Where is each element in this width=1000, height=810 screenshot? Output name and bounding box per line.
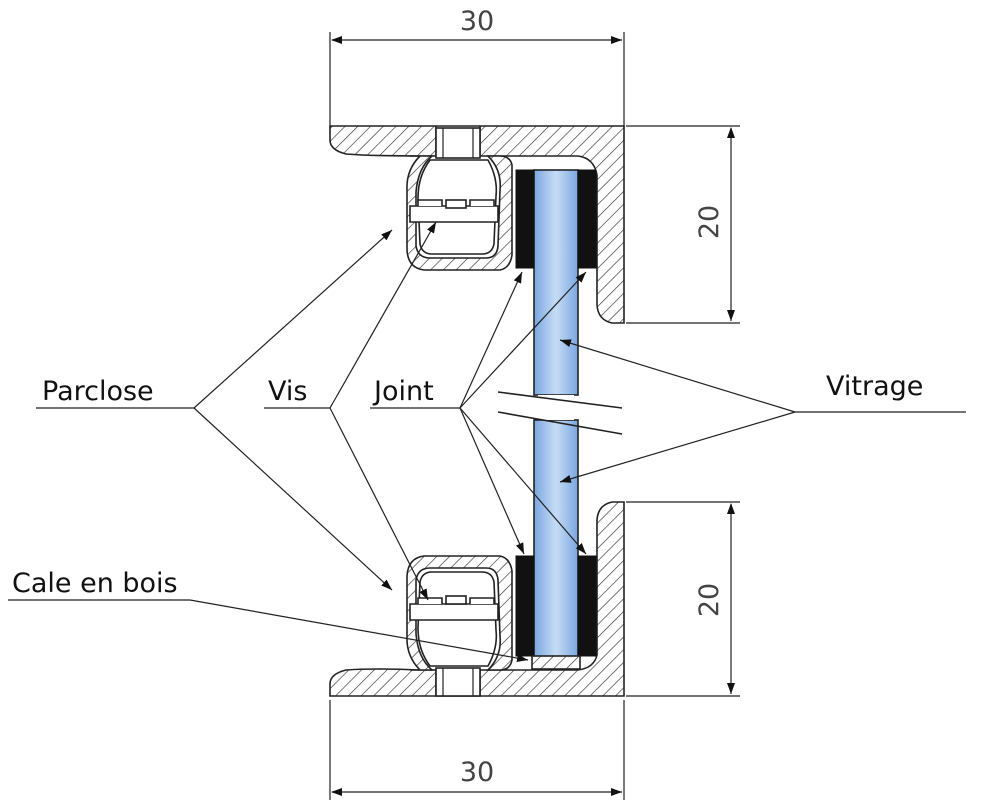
label-vis-text: Vis	[268, 376, 307, 407]
upper-screw	[409, 127, 499, 223]
label-vis: Vis	[264, 221, 437, 601]
setting-block	[531, 655, 581, 670]
label-cale-en-bois: Cale en bois	[8, 568, 529, 663]
label-parclose-text: Parclose	[42, 376, 154, 407]
lower-height-dimension: 20	[626, 501, 740, 697]
upper-height-value: 20	[694, 205, 725, 239]
joints	[515, 169, 597, 657]
top-width-dimension: 30	[329, 6, 625, 128]
joint-upper-right	[577, 169, 597, 269]
label-joint: Joint	[370, 271, 587, 555]
joint-upper-left	[515, 169, 535, 269]
joint-lower-right	[577, 555, 597, 657]
label-joint-text: Joint	[372, 376, 434, 407]
bottom-width-dimension: 30	[329, 700, 625, 800]
label-vitrage: Vitrage	[559, 339, 966, 483]
break-line-upper	[497, 391, 623, 409]
break-line-lower	[497, 411, 623, 435]
upper-height-dimension: 20	[626, 125, 740, 324]
glass-pane	[497, 169, 623, 659]
label-cale-text: Cale en bois	[12, 568, 178, 599]
joint-lower-left	[515, 555, 535, 657]
label-vitrage-text: Vitrage	[826, 371, 923, 402]
top-width-value: 30	[460, 6, 494, 37]
lower-screw	[409, 595, 499, 697]
label-parclose: Parclose	[36, 229, 393, 591]
bottom-width-value: 30	[460, 757, 494, 788]
lower-height-value: 20	[694, 583, 725, 617]
